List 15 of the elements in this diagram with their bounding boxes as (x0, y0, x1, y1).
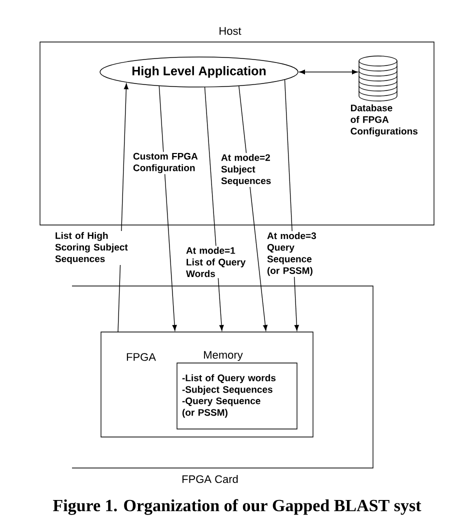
arrow (204, 86, 224, 331)
box-title: Host (220, 27, 242, 35)
caption: Figure 1. Organization of our Gapped BLAST syst (53, 499, 422, 515)
box-title: Memory (204, 351, 243, 361)
ellipse-node: High Level Application (100, 56, 298, 88)
edge-label: At mode=3 Query Sequence (or PSSM) (266, 231, 320, 277)
edge-label: List of High Scoring Subject Sequences (54, 230, 136, 266)
list-box: -List of Query words -Subject Sequences -Query Sequence (or PSSM) (176, 362, 298, 430)
double-arrow (299, 70, 358, 74)
box-title: FPGA Card (182, 474, 238, 484)
database-label: Database of FPGA Configurations (350, 104, 418, 136)
edge-label: Custom FPGA Configuration (132, 152, 200, 174)
edge-label: At mode=2 Subject Sequences (220, 152, 278, 188)
arrow (158, 85, 177, 331)
edge-label: At mode=1 List of Query Words (185, 246, 249, 278)
